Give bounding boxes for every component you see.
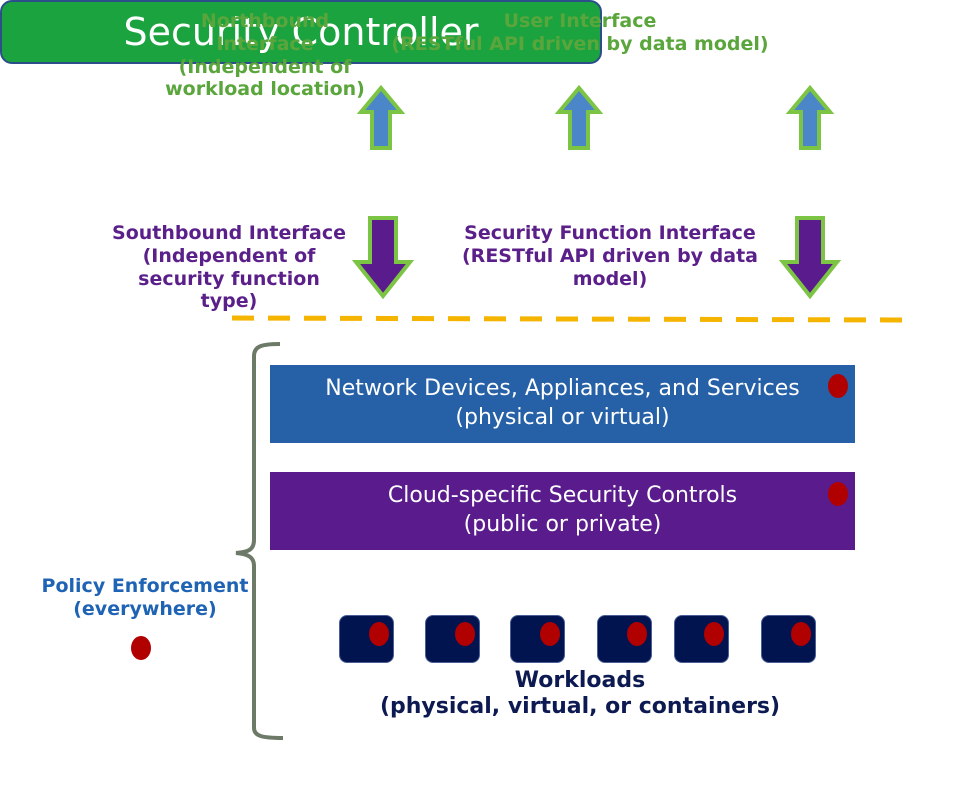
enforcement-point-icon <box>828 482 848 506</box>
security-controller-box: Security Controller <box>0 0 602 64</box>
security-controller-label: Security Controller <box>123 10 479 54</box>
workload-icon <box>510 615 565 663</box>
user-interface-label: User Interface (RESTful API driven by da… <box>391 10 769 55</box>
up-arrow-icon <box>554 84 604 150</box>
enforcement-point-icon <box>828 374 848 398</box>
boundary-dashed-line <box>231 315 906 323</box>
network-devices-band: Network Devices, Appliances, and Service… <box>270 365 855 443</box>
northbound-interface-label: Northbound Interface (Independent of wor… <box>165 10 365 101</box>
security-function-interface-label: Security Function Interface (RESTful API… <box>462 222 758 290</box>
enforcement-point-icon <box>704 622 724 646</box>
enforcement-point-icon <box>369 622 389 646</box>
workload-icon <box>425 615 480 663</box>
policy-enforcement-label: Policy Enforcement (everywhere) <box>41 575 249 620</box>
southbound-interface-label: Southbound Interface (Independent of sec… <box>112 222 346 313</box>
enforcement-point-icon <box>540 622 560 646</box>
up-arrow-icon <box>785 84 835 150</box>
enforcement-point-legend-icon <box>131 636 151 660</box>
up-arrow-icon <box>356 84 406 150</box>
down-arrow-icon <box>351 216 415 300</box>
enforcement-point-icon <box>455 622 475 646</box>
scope-bracket <box>235 342 284 740</box>
enforcement-point-icon <box>791 622 811 646</box>
workload-icon <box>761 615 816 663</box>
workload-icon <box>597 615 652 663</box>
enforcement-point-icon <box>627 622 647 646</box>
workload-icon <box>674 615 729 663</box>
down-arrow-icon <box>778 216 842 300</box>
workload-icon <box>339 615 394 663</box>
cloud-security-controls-band: Cloud-specific Security Controls (public… <box>270 472 855 550</box>
workloads-label: Workloads (physical, virtual, or contain… <box>379 668 781 720</box>
